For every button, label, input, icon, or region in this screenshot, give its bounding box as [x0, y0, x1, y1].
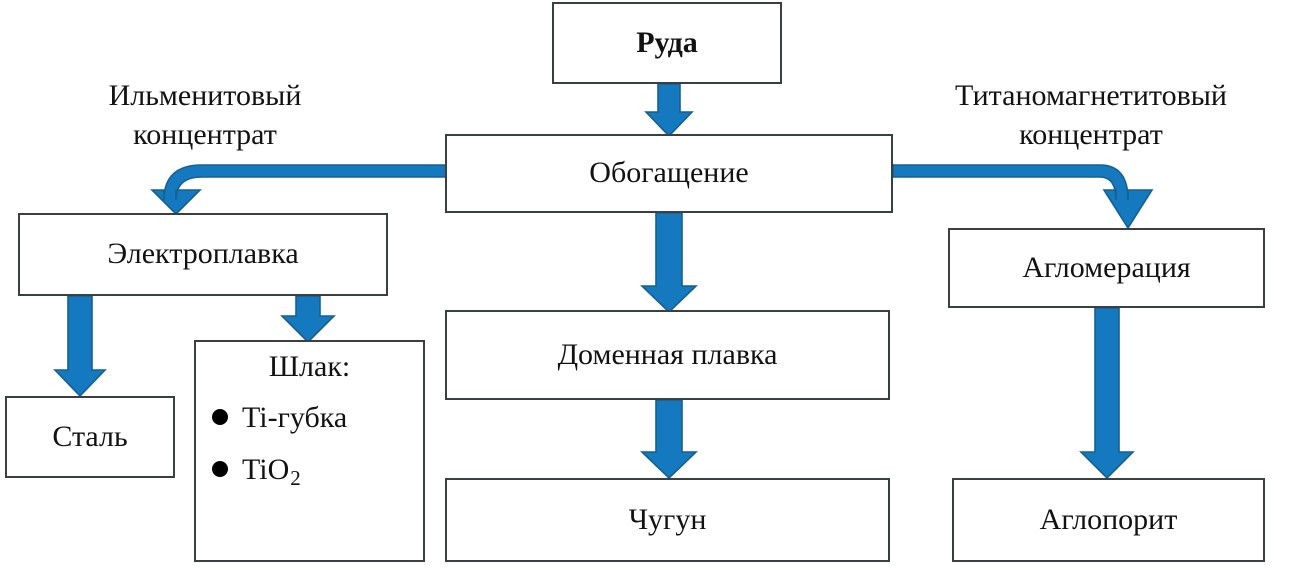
slag-title: Шлак: [268, 350, 351, 383]
edge-label-ilmenite-concentrate: Ильменитовый концентрат [108, 79, 302, 151]
arrow-ore-to-beneficiation [644, 83, 694, 138]
arrow-electrosmelting-to-slag [280, 295, 336, 344]
node-beneficiation[interactable]: Обогащение [445, 134, 893, 213]
arrow-sintering-to-agloporite [1079, 307, 1135, 480]
bullet-icon [212, 461, 228, 477]
arrow-electrosmelting-to-steel [53, 295, 107, 398]
node-electrosmelting[interactable]: Электроплавка [18, 213, 388, 296]
list-item: Ti-губка [212, 401, 413, 436]
slag-item-subscript: 2 [290, 466, 301, 490]
bullet-icon [212, 408, 228, 425]
node-agloporite[interactable]: Аглопорит [952, 478, 1265, 562]
arrow-beneficiation-to-sintering [892, 164, 1154, 230]
slag-item-label: TiO [242, 453, 290, 486]
slag-item-label: Ti-губка [242, 400, 348, 434]
edge-label-titanomagnetite-concentrate: Титаномагнетитовый концентрат [955, 79, 1227, 151]
node-sintering[interactable]: Агломерация [948, 228, 1265, 308]
node-blast-furnace[interactable]: Доменная плавка [445, 310, 890, 400]
arrow-blast-to-pigiron [640, 399, 698, 480]
arrow-beneficiation-to-blast [640, 212, 698, 314]
node-steel[interactable]: Сталь [5, 396, 175, 478]
node-pig-iron[interactable]: Чугун [445, 478, 890, 562]
node-ore[interactable]: Руда [552, 2, 782, 84]
